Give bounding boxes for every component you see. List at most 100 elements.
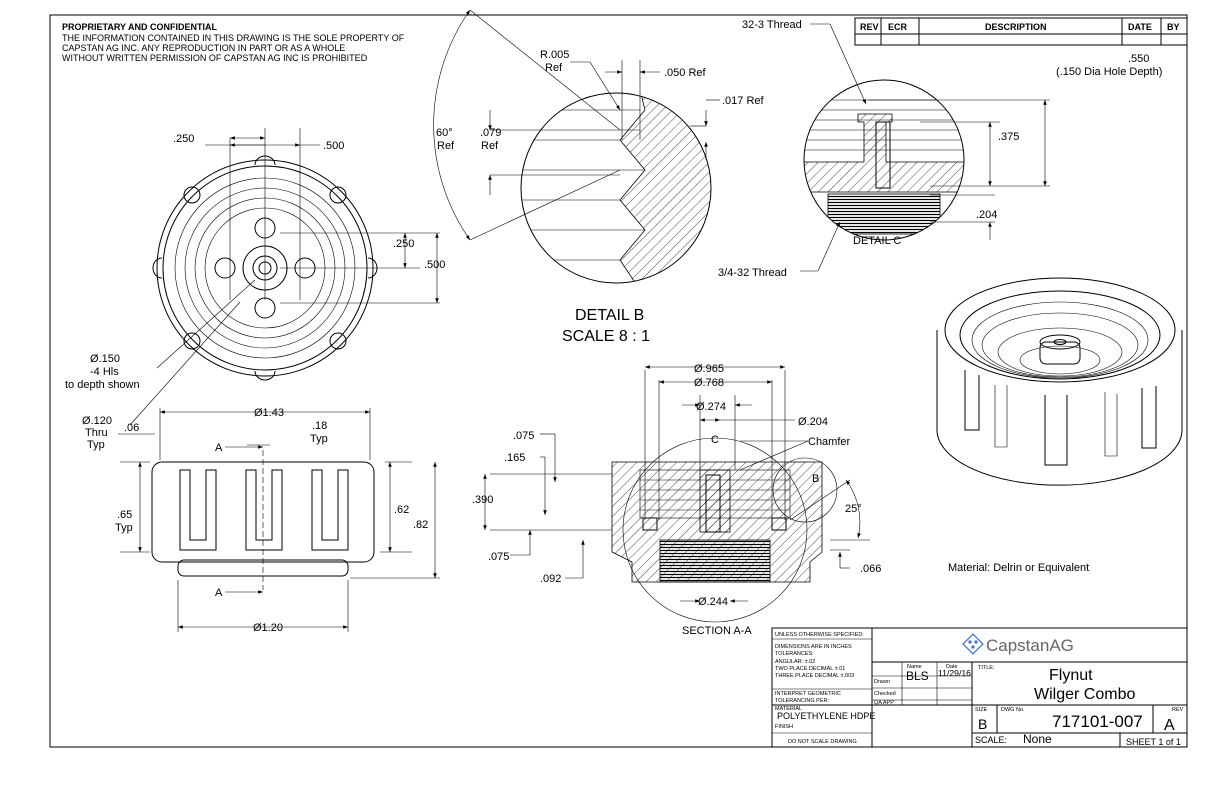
isometric-view (936, 277, 1183, 486)
dim-250-horizontal: .250 (173, 133, 194, 145)
section-dia-204: Ø.204 (798, 416, 828, 428)
tb-tolerances: TOLERANCES: (775, 651, 814, 657)
detail-b-050: .050 Ref (664, 67, 707, 79)
dim-500-horizontal: .500 (323, 140, 344, 152)
dim-06: .06 (124, 422, 139, 434)
svg-text:-4 Hls: -4 Hls (90, 366, 119, 378)
tb-date-header: Date (946, 664, 958, 670)
section-angle-25: 25° (845, 503, 862, 515)
svg-text:Typ: Typ (115, 522, 133, 534)
tb-dims: DIMENSIONS ARE IN INCHES (775, 644, 852, 650)
tb-sheet: SHEET 1 of 1 (1126, 737, 1181, 747)
section-dia-244: Ø.244 (698, 596, 728, 608)
section-dia-965: Ø.965 (694, 363, 724, 375)
dim-500-vertical: .500 (424, 259, 445, 271)
dim-dia-143: Ø1.43 (254, 407, 284, 419)
proprietary-notice: PROPRIETARY AND CONFIDENTIAL THE INFORMA… (62, 22, 405, 63)
tb-drawn-date: 11/29/16 (938, 668, 971, 678)
detail-b-r005: R.005 Ref (540, 49, 569, 74)
logo-diamond-icon (962, 633, 984, 655)
svg-text:Thru: Thru (85, 427, 108, 439)
tb-size: B (978, 716, 987, 732)
svg-text:(.150 Dia Hole Depth): (.150 Dia Hole Depth) (1056, 66, 1162, 78)
svg-text:Typ: Typ (310, 433, 328, 445)
svg-text:Ref: Ref (437, 140, 455, 152)
top-view (129, 128, 440, 426)
tb-do-not-scale: DO NOT SCALE DRAWING (788, 739, 857, 745)
section-dim-092: .092 (540, 573, 561, 585)
svg-text:REV: REV (860, 22, 879, 32)
tb-title-line1: Flynut (1049, 667, 1093, 684)
detail-b-view (433, 9, 720, 284)
tb-unless: UNLESS OTHERWISE SPECIFIED: (775, 632, 864, 638)
section-a-a-title: SECTION A-A (682, 625, 752, 637)
sheet-border (49, 14, 1188, 748)
tb-two-place: TWO PLACE DECIMAL ±.01 (775, 666, 845, 672)
tb-material-label: MATERIAL (775, 706, 802, 712)
tb-rev: A (1164, 717, 1175, 734)
svg-text:PROPRIETARY AND CONFIDENTIAL: PROPRIETARY AND CONFIDENTIAL (62, 22, 218, 32)
svg-text:DESCRIPTION: DESCRIPTION (985, 22, 1047, 32)
tb-drawn-label: Drawn (874, 679, 890, 685)
tb-tolerancing: TOLERANCING PER: (775, 698, 829, 704)
section-dia-274: Ø.274 (696, 401, 726, 413)
detail-b-marker: B (812, 473, 819, 485)
svg-text:Ref: Ref (545, 62, 563, 74)
dim-250-vertical: .250 (393, 238, 414, 250)
tb-dwg-label: DWG No. (1001, 707, 1025, 713)
svg-text:R.005: R.005 (540, 49, 569, 61)
detail-c-marker: C (711, 434, 719, 446)
detail-c-375: .375 (998, 131, 1019, 143)
detail-c-204: .204 (976, 209, 997, 221)
svg-text:DATE: DATE (1128, 22, 1152, 32)
tb-angular: ANGULAR: ±.02 (775, 659, 815, 665)
section-dim-075-top: .075 (513, 430, 534, 442)
svg-text:CapstanAG: CapstanAG (986, 636, 1074, 655)
tb-rev-label: REV (1172, 707, 1184, 713)
tb-scale-label: SCALE: (975, 735, 1007, 745)
svg-text:60°: 60° (436, 127, 453, 139)
side-view (118, 408, 440, 632)
svg-text:ECR: ECR (888, 22, 908, 32)
tb-finish-label: FINISH (775, 724, 793, 730)
detail-c-view (800, 23, 1050, 272)
tb-title-line2: Wilger Combo (1034, 686, 1135, 703)
section-dim-075-bottom: .075 (488, 551, 509, 563)
section-dia-768: Ø.768 (694, 377, 724, 389)
material-note: Material: Delrin or Equivalent (948, 562, 1089, 574)
detail-c-thread-bottom: 3/4-32 Thread (718, 267, 787, 279)
dim-62: .62 (394, 504, 409, 516)
svg-text:.18: .18 (312, 420, 327, 432)
svg-text:BY: BY (1167, 22, 1180, 32)
detail-c-title: DETAIL C (853, 235, 901, 247)
svg-text:Typ: Typ (87, 439, 105, 451)
capstan-logo: CapstanAG (962, 633, 1074, 655)
svg-text:WITHOUT WRITTEN PERMISSION OF: WITHOUT WRITTEN PERMISSION OF CAPSTAN AG… (62, 53, 368, 63)
svg-text:Ø.150: Ø.150 (90, 353, 120, 365)
tb-qa-label: QA APP (874, 700, 894, 706)
revision-table: REV ECR DESCRIPTION DATE BY (854, 17, 1188, 46)
section-a-a-view (483, 365, 870, 623)
section-dim-165: .165 (504, 452, 525, 464)
section-marker-a-bottom: A (215, 587, 223, 599)
detail-b-scale: SCALE 8 : 1 (562, 328, 650, 345)
tb-scale: None (1023, 732, 1052, 746)
dim-65: .65 Typ (115, 509, 133, 534)
detail-b-title: DETAIL B (575, 307, 644, 324)
tb-interpret: INTERPRET GEOMETRIC (775, 691, 841, 697)
svg-text:Ø.120: Ø.120 (82, 415, 112, 427)
section-marker-a-top: A (215, 442, 223, 454)
tb-three-place: THREE PLACE DECIMAL ±.003 (775, 673, 854, 679)
svg-text:.65: .65 (117, 509, 132, 521)
svg-text:to depth shown: to depth shown (65, 379, 140, 391)
detail-c-thread-top: 32-3 Thread (742, 19, 802, 31)
tb-size-label: SIZE (975, 707, 988, 713)
tb-drawn-name: BLS (906, 669, 929, 683)
svg-text:CAPSTAN AG INC. ANY REPRODUCTI: CAPSTAN AG INC. ANY REPRODUCTION IN PART… (62, 43, 345, 53)
tb-material: POLYETHYLENE HDPE (777, 711, 875, 721)
tb-name-header: Name (907, 664, 922, 670)
svg-text:THE INFORMATION CONTAINED IN T: THE INFORMATION CONTAINED IN THIS DRAWIN… (62, 33, 405, 43)
svg-text:.550: .550 (1128, 53, 1149, 65)
